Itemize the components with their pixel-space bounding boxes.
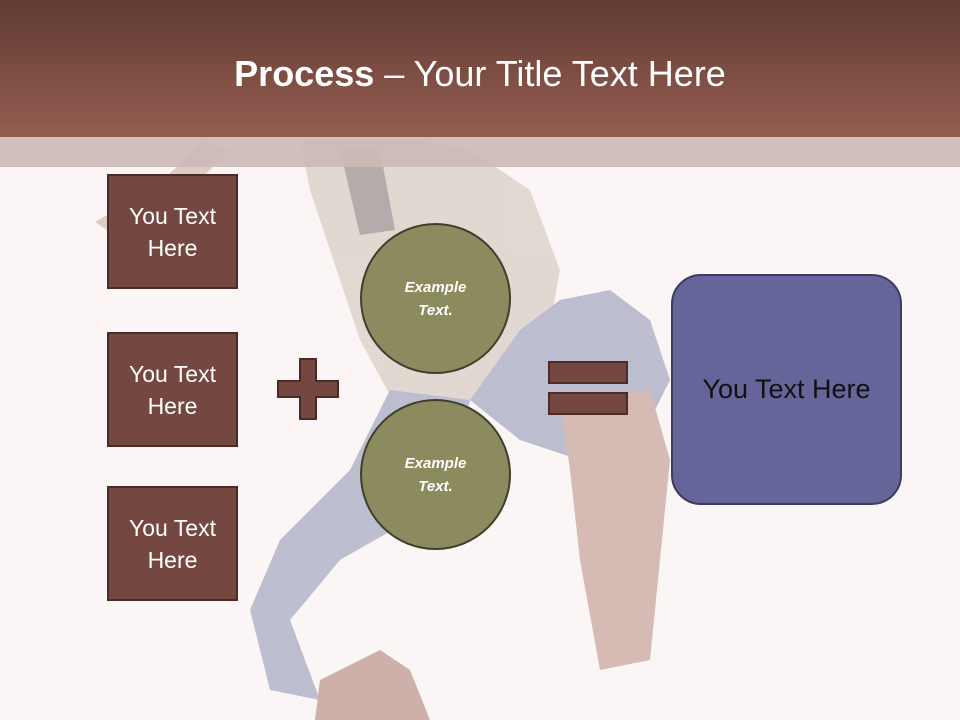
equals-icon[interactable] [548, 361, 630, 417]
title-bold: Process [234, 53, 375, 94]
title-rest: – Your Title Text Here [374, 53, 726, 94]
header-band [0, 137, 960, 167]
example-circle-1[interactable]: Example Text. [360, 223, 511, 374]
input-box-2[interactable]: You Text Here [107, 332, 238, 447]
title-bar [0, 0, 960, 137]
input-box-1[interactable]: You Text Here [107, 174, 238, 289]
input-box-3[interactable]: You Text Here [107, 486, 238, 601]
result-box[interactable]: You Text Here [671, 274, 902, 505]
plus-icon[interactable] [276, 357, 340, 421]
example-circle-2[interactable]: Example Text. [360, 399, 511, 550]
slide-title[interactable]: Process – Your Title Text Here [0, 52, 960, 96]
